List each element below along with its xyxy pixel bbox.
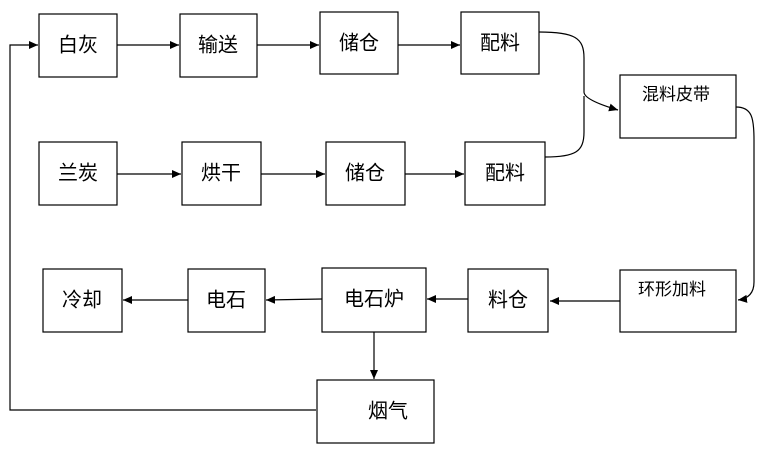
- edge-dianshilu-dianshi: [265, 295, 323, 304]
- node-lengque: 冷却: [42, 268, 123, 333]
- node-peiliao-top-label: 配料: [480, 31, 520, 55]
- node-yanqi-label: 烟气: [368, 399, 408, 423]
- node-honggan: 烘干: [181, 141, 262, 206]
- node-lengque-label: 冷却: [62, 288, 102, 312]
- node-dianshi: 电石: [187, 268, 266, 333]
- node-peiliao-bottom-label: 配料: [485, 161, 525, 185]
- node-dianshi-label: 电石: [206, 288, 246, 312]
- node-dianshilu: 电石炉: [321, 267, 427, 333]
- edge-peiliao-top-hunliao: [538, 31, 619, 112]
- node-shusong-label: 输送: [198, 33, 238, 57]
- node-honggan-label: 烘干: [201, 161, 241, 185]
- node-hunliao-pidai: 混料皮带: [619, 74, 737, 139]
- edge-hunliao-huanxing: [735, 106, 755, 303]
- edges: [9, 31, 755, 411]
- edge-yanqi-baihui: [9, 41, 316, 411]
- node-baihui: 白灰: [38, 13, 118, 78]
- node-lantan: 兰炭: [38, 141, 118, 206]
- node-liaocang: 料仓: [467, 268, 549, 333]
- node-liaocang-label: 料仓: [488, 288, 528, 312]
- node-chucang-top: 储仓: [319, 11, 399, 75]
- node-lantan-label: 兰炭: [58, 161, 98, 185]
- node-chucang-bottom: 储仓: [325, 141, 406, 206]
- node-peiliao-top: 配料: [460, 11, 540, 75]
- node-yanqi: 烟气: [316, 379, 435, 444]
- edge-peiliao-bottom-hunliao: [544, 96, 585, 158]
- node-baihui-label: 白灰: [58, 33, 98, 57]
- node-chucang-bottom-label: 储仓: [345, 161, 385, 185]
- node-dianshilu-label: 电石炉: [344, 287, 404, 311]
- node-hunliao-pidai-label: 混料皮带: [642, 85, 710, 105]
- node-huanxing-jialiao-label: 环形加料: [638, 280, 706, 300]
- node-shusong: 输送: [179, 13, 258, 78]
- node-peiliao-bottom: 配料: [464, 141, 546, 206]
- node-huanxing-jialiao: 环形加料: [619, 269, 737, 333]
- node-chucang-top-label: 储仓: [339, 31, 379, 55]
